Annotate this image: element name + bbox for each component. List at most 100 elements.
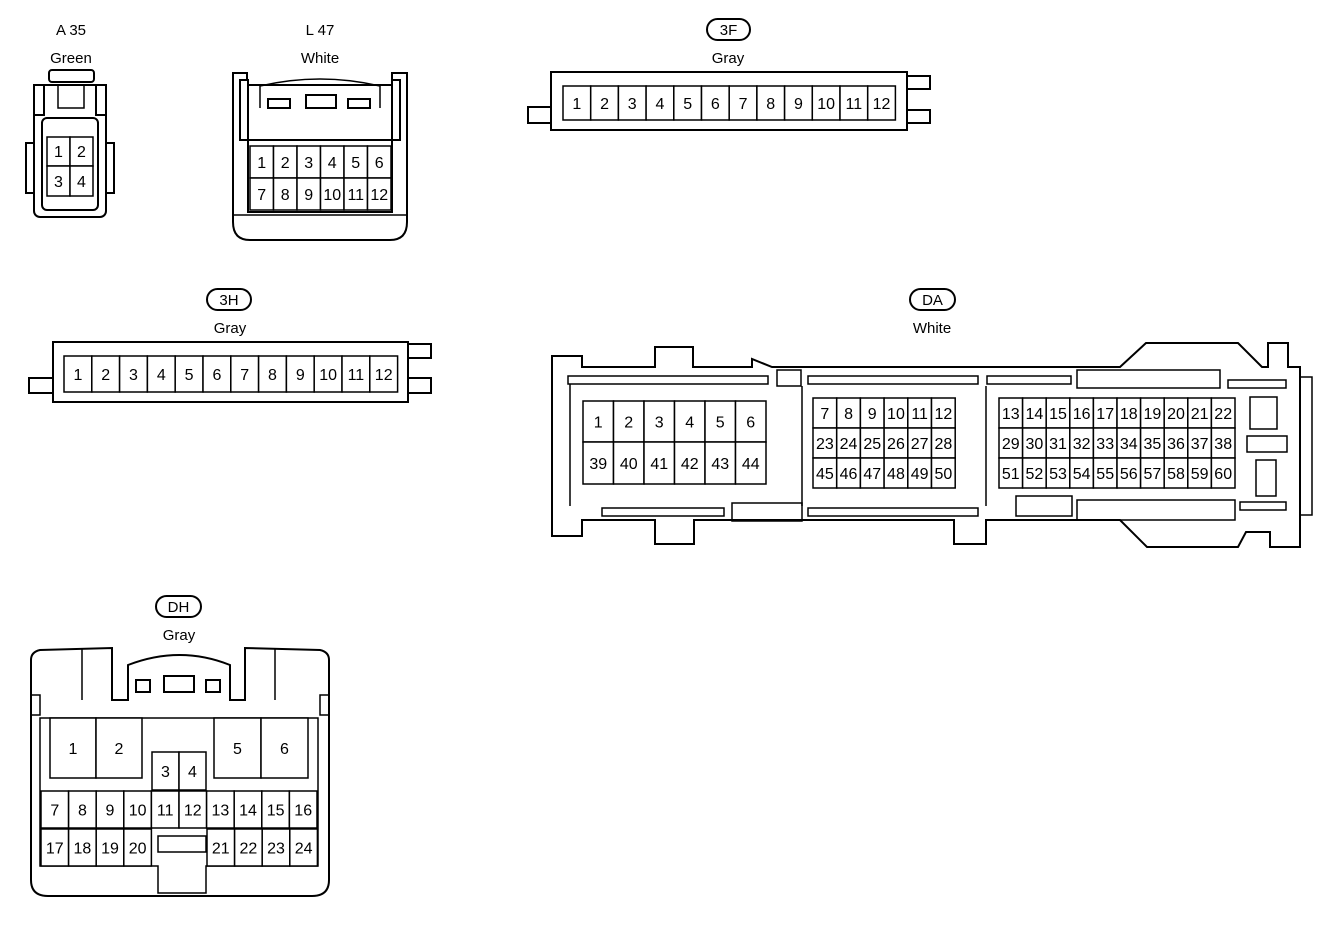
3h-pin-12-label: 12 [375,367,393,384]
dh-pin-5-label: 5 [233,741,242,758]
da-pin-43 [704,441,737,485]
da-pin-21-label: 21 [1191,406,1209,423]
dh-pin-14-label: 14 [239,803,257,820]
connector-dh-badge [155,595,202,618]
connector-da-color: White [913,320,951,337]
da-pin-22-label: 22 [1214,406,1232,423]
connector-3h-badge [206,288,252,311]
l47-pin-9-label: 9 [304,187,313,204]
dh-pin-18-label: 18 [74,841,92,858]
3h-pin-1 [63,355,93,393]
dh-pin-8-label: 8 [78,803,87,820]
3h-pin-8-label: 8 [268,367,277,384]
connector-3f-id: 3F [720,22,738,39]
3f-pin-4 [645,85,675,121]
da-pin-1-label: 1 [594,415,603,432]
3f-pin-6 [700,85,730,121]
da-pin-59-label: 59 [1191,466,1209,483]
da-pin-10-label: 10 [887,406,905,423]
l47-pin-8-label: 8 [281,187,290,204]
da-pin-32-label: 32 [1073,436,1091,453]
a35-pin-2-label: 2 [77,144,86,161]
da-pin-43-label: 43 [711,456,729,473]
dh-pin-24-label: 24 [295,841,313,858]
da-pin-28-label: 28 [934,436,952,453]
3h-pin-4-label: 4 [157,367,166,384]
da-pin-52-label: 52 [1026,466,1044,483]
dh-pin-2 [95,717,143,779]
3f-pin-9-label: 9 [794,96,803,113]
l47-pin-5-label: 5 [351,155,360,172]
da-pin-57-label: 57 [1144,466,1162,483]
da-pin-39-label: 39 [589,456,607,473]
da-pin-60 [1210,457,1236,489]
da-pin-8-label: 8 [844,406,853,423]
da-pin-27-label: 27 [911,436,929,453]
da-pin-31-label: 31 [1049,436,1067,453]
l47-pin-3-label: 3 [304,155,313,172]
connector-l47-color: White [301,50,339,67]
3f-pin-10-label: 10 [817,96,835,113]
da-pin-41 [643,441,676,485]
dh-pin-6-label: 6 [280,741,289,758]
da-pin-48-label: 48 [887,466,905,483]
3h-pin-1-label: 1 [73,367,82,384]
connector-a35: A 35 Green 1 2 3 4 [25,22,115,218]
da-pin-36-label: 36 [1167,436,1185,453]
dh-pin-21-label: 21 [212,841,230,858]
dh-pin-10-label: 10 [129,803,147,820]
3h-pin-2 [91,355,121,393]
connector-3f-color: Gray [712,50,745,67]
da-pin-3 [643,400,676,443]
da-pin-7-label: 7 [820,406,829,423]
da-pin-53-label: 53 [1049,466,1067,483]
3h-pin-7-label: 7 [240,367,249,384]
da-pin-25-label: 25 [863,436,881,453]
da-pin-12-label: 12 [934,406,952,423]
da-pin-60-label: 60 [1214,466,1232,483]
da-pin-3-label: 3 [655,415,664,432]
l47-pin-1-label: 1 [257,155,266,172]
dh-pin-22 [233,828,263,867]
dh-pin-18 [67,828,97,867]
3h-pin-11-label: 11 [348,367,365,384]
3h-pin-6 [202,355,232,393]
l47-pin-2-label: 2 [281,155,290,172]
connector-da-badge [909,288,956,311]
dh-pin-2-label: 2 [115,741,124,758]
l47-pin-10-label: 10 [323,187,341,204]
dh-blank-cavity [157,835,207,853]
dh-pin-17-label: 17 [46,841,64,858]
da-pin-11-label: 11 [911,406,928,423]
da-pin-38-label: 38 [1214,436,1232,453]
3f-pin-11-label: 11 [846,96,863,113]
dh-pin-16-label: 16 [294,803,312,820]
da-pin-55-label: 55 [1096,466,1114,483]
3f-pin-5 [673,85,703,121]
da-pin-2 [612,400,645,443]
3h-pin-9-label: 9 [296,367,305,384]
da-pin-26-label: 26 [887,436,905,453]
da-pin-42-label: 42 [681,456,699,473]
dh-pin-16 [288,790,318,829]
dh-pin-1 [49,717,97,779]
da-pin-17-label: 17 [1096,406,1114,423]
dh-pin-7-label: 7 [50,803,59,820]
da-pin-44 [734,441,767,485]
connector-a35-id: A 35 [56,22,86,39]
3f-pin-1-label: 1 [572,96,581,113]
dh-pin-1-label: 1 [69,741,78,758]
dh-pin-11-label: 11 [157,803,174,820]
da-pin-18-label: 18 [1120,406,1138,423]
da-pin-6-label: 6 [746,415,755,432]
da-pin-4-label: 4 [685,415,694,432]
a35-pin-4-label: 4 [77,174,86,191]
da-pin-44-label: 44 [742,456,760,473]
da-pin-41-label: 41 [650,456,668,473]
